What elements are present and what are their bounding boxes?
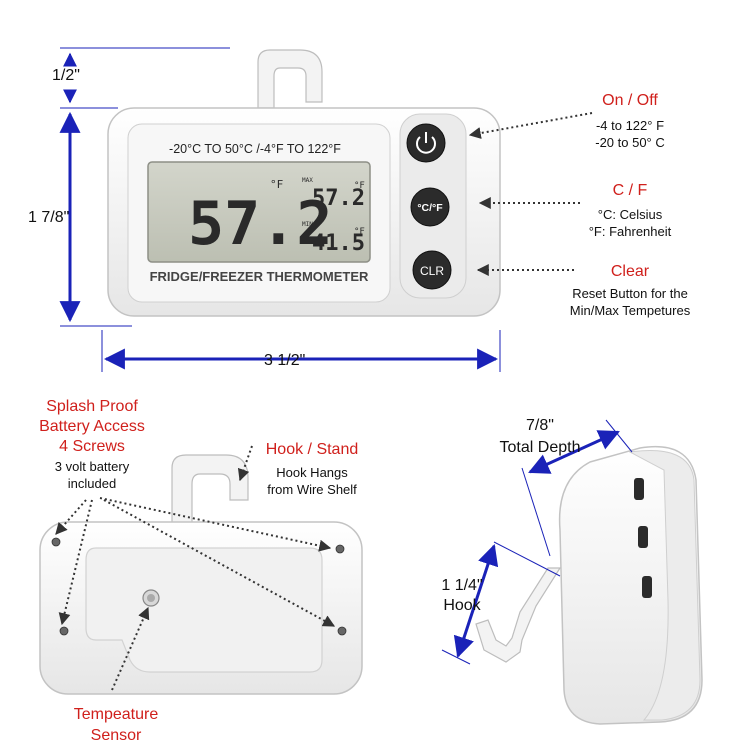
dim-depth-label: Total Depth	[500, 439, 581, 456]
clear-line-2: Min/Max Tempetures	[570, 303, 691, 318]
cf-button-label: °C/°F	[417, 202, 443, 214]
clear-line-1: Reset Button for the	[572, 286, 688, 301]
splash-title-3: 4 Screws	[59, 438, 125, 455]
dim-top-gap: 1/2"	[52, 67, 80, 84]
range-label: -20°C TO 50°C /-4°F TO 122°F	[169, 142, 341, 156]
temperature-sensor-icon	[142, 589, 160, 607]
device-side	[558, 445, 703, 725]
dim-depth-value: 7/8"	[526, 417, 554, 434]
callout-arrows-front	[468, 112, 593, 276]
clr-button-label: CLR	[420, 264, 444, 278]
dimension-lines-front	[59, 47, 501, 372]
lcd-screen	[147, 161, 371, 263]
sensor-title-2: Sensor	[91, 727, 142, 744]
screw-icons	[51, 537, 347, 636]
max-tag: MAX	[302, 177, 313, 184]
min-unit: °F	[354, 227, 365, 237]
dimension-lines-side	[441, 419, 633, 665]
cf-line-2: °F: Fahrenheit	[589, 224, 672, 239]
model-label: FRIDGE/FREEZER THERMOMETER	[150, 269, 369, 284]
celsius-fahrenheit-button[interactable]: °C/°F	[410, 187, 450, 227]
onoff-line-2: -20 to 50° C	[595, 135, 665, 150]
sensor-title-1: Tempeature	[74, 706, 159, 723]
front-hook	[257, 49, 323, 109]
main-unit: °F	[270, 178, 283, 191]
splash-line-1: 3 volt battery	[55, 459, 130, 474]
min-reading: 41.5	[312, 231, 365, 256]
hook-title: Hook / Stand	[266, 441, 359, 458]
power-icon	[416, 132, 436, 154]
hook-line-2: from Wire Shelf	[267, 482, 357, 497]
main-reading: 57.2	[188, 189, 333, 259]
dim-height: 1 7/8"	[28, 209, 69, 226]
splash-line-2: included	[68, 476, 116, 491]
dim-width: 3 1/2"	[264, 352, 305, 369]
onoff-title: On / Off	[602, 92, 658, 109]
min-tag: MIN	[302, 221, 313, 228]
onoff-line-1: -4 to 122° F	[596, 118, 664, 133]
power-button[interactable]	[406, 123, 446, 163]
cf-title: C / F	[613, 182, 648, 199]
max-unit: °F	[354, 181, 365, 191]
hook-line-1: Hook Hangs	[276, 465, 348, 480]
side-hook	[475, 567, 562, 663]
dim-hook-label: Hook	[443, 597, 481, 614]
cf-line-1: °C: Celsius	[598, 207, 663, 222]
dim-hook-value: 1 1/4"	[441, 577, 482, 594]
clear-button[interactable]: CLR	[412, 250, 452, 290]
splash-title-2: Battery Access	[39, 418, 145, 435]
battery-cover	[85, 547, 323, 673]
max-reading: 57.2	[312, 186, 365, 211]
clear-title: Clear	[611, 263, 650, 280]
callout-arrows-back	[55, 445, 336, 691]
splash-title-1: Splash Proof	[46, 398, 138, 415]
